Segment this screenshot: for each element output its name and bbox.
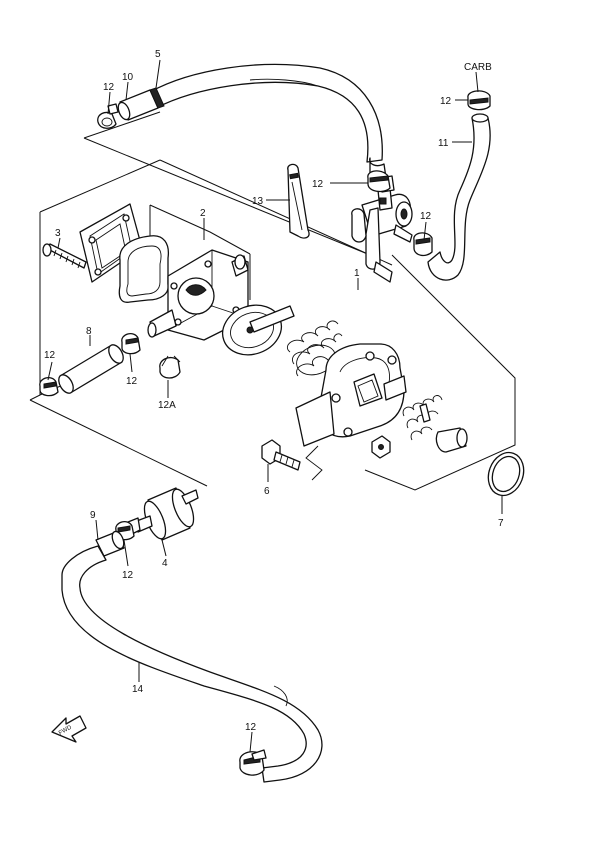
- callout-5: 5: [155, 49, 161, 60]
- clip-12-top-left: [97, 103, 119, 129]
- hose-14: [61, 545, 323, 783]
- hose-9: [95, 530, 125, 557]
- tube-8: [58, 344, 124, 394]
- callout-9: 9: [90, 510, 96, 521]
- callout-12-top-left: 12: [103, 82, 115, 93]
- pump-gasket: [118, 235, 170, 303]
- pump-cover-plate: [79, 203, 143, 283]
- clip-12a: [159, 355, 181, 379]
- callout-10: 10: [122, 72, 134, 83]
- callout-labels: 5 10 12 CARB 12 11 12 12 13 2 3 1 8 12 1…: [44, 49, 504, 733]
- pump-body-2: [147, 249, 249, 341]
- clip-12-tube8-right: [121, 332, 141, 355]
- callout-2: 2: [200, 208, 206, 219]
- callout-12-tube8-right: 12: [126, 376, 138, 387]
- screw-3: [42, 243, 87, 269]
- callout-12-filter: 12: [122, 570, 134, 581]
- callout-13: 13: [252, 196, 264, 207]
- pin: [419, 403, 431, 423]
- callout-4: 4: [162, 558, 168, 569]
- callout-7: 7: [498, 518, 504, 529]
- fuel-cock-1: [351, 157, 413, 283]
- fuel-filter-4: [127, 487, 199, 541]
- callout-3: 3: [55, 228, 61, 239]
- holder-13: [287, 163, 310, 239]
- callout-12-tube8-left: 12: [44, 350, 56, 361]
- callout-6: 6: [264, 486, 270, 497]
- fwd-arrow-icon: FWD: [51, 715, 87, 743]
- clip-12-tube8-left: [39, 376, 59, 397]
- pump-housing: [295, 343, 407, 447]
- nut: [371, 435, 391, 459]
- callout-11: 11: [438, 138, 449, 149]
- clip-12-cock-top: [367, 170, 391, 193]
- tube-10: [117, 87, 165, 121]
- o-ring-7: [487, 451, 525, 497]
- leader-lines: [47, 59, 503, 753]
- diaphragm: [221, 304, 295, 356]
- callout-12a: 12A: [158, 400, 176, 411]
- bolt-6: [261, 439, 323, 481]
- callout-12-cock-side: 12: [420, 211, 432, 222]
- hose-11: [427, 113, 491, 281]
- callout-12-carb: 12: [440, 96, 452, 107]
- callout-12-cock-top: 12: [312, 179, 324, 190]
- callout-carb: CARB: [464, 62, 492, 73]
- plunger: [435, 427, 468, 453]
- callout-8: 8: [86, 326, 92, 337]
- callout-1: 1: [354, 268, 360, 279]
- clip-12-bottom: [239, 749, 267, 776]
- callout-14: 14: [132, 684, 144, 695]
- clip-12-cock-side: [413, 232, 433, 257]
- callout-12-bottom: 12: [245, 722, 257, 733]
- hose-5: [149, 63, 383, 163]
- clip-12-carb: [467, 90, 491, 111]
